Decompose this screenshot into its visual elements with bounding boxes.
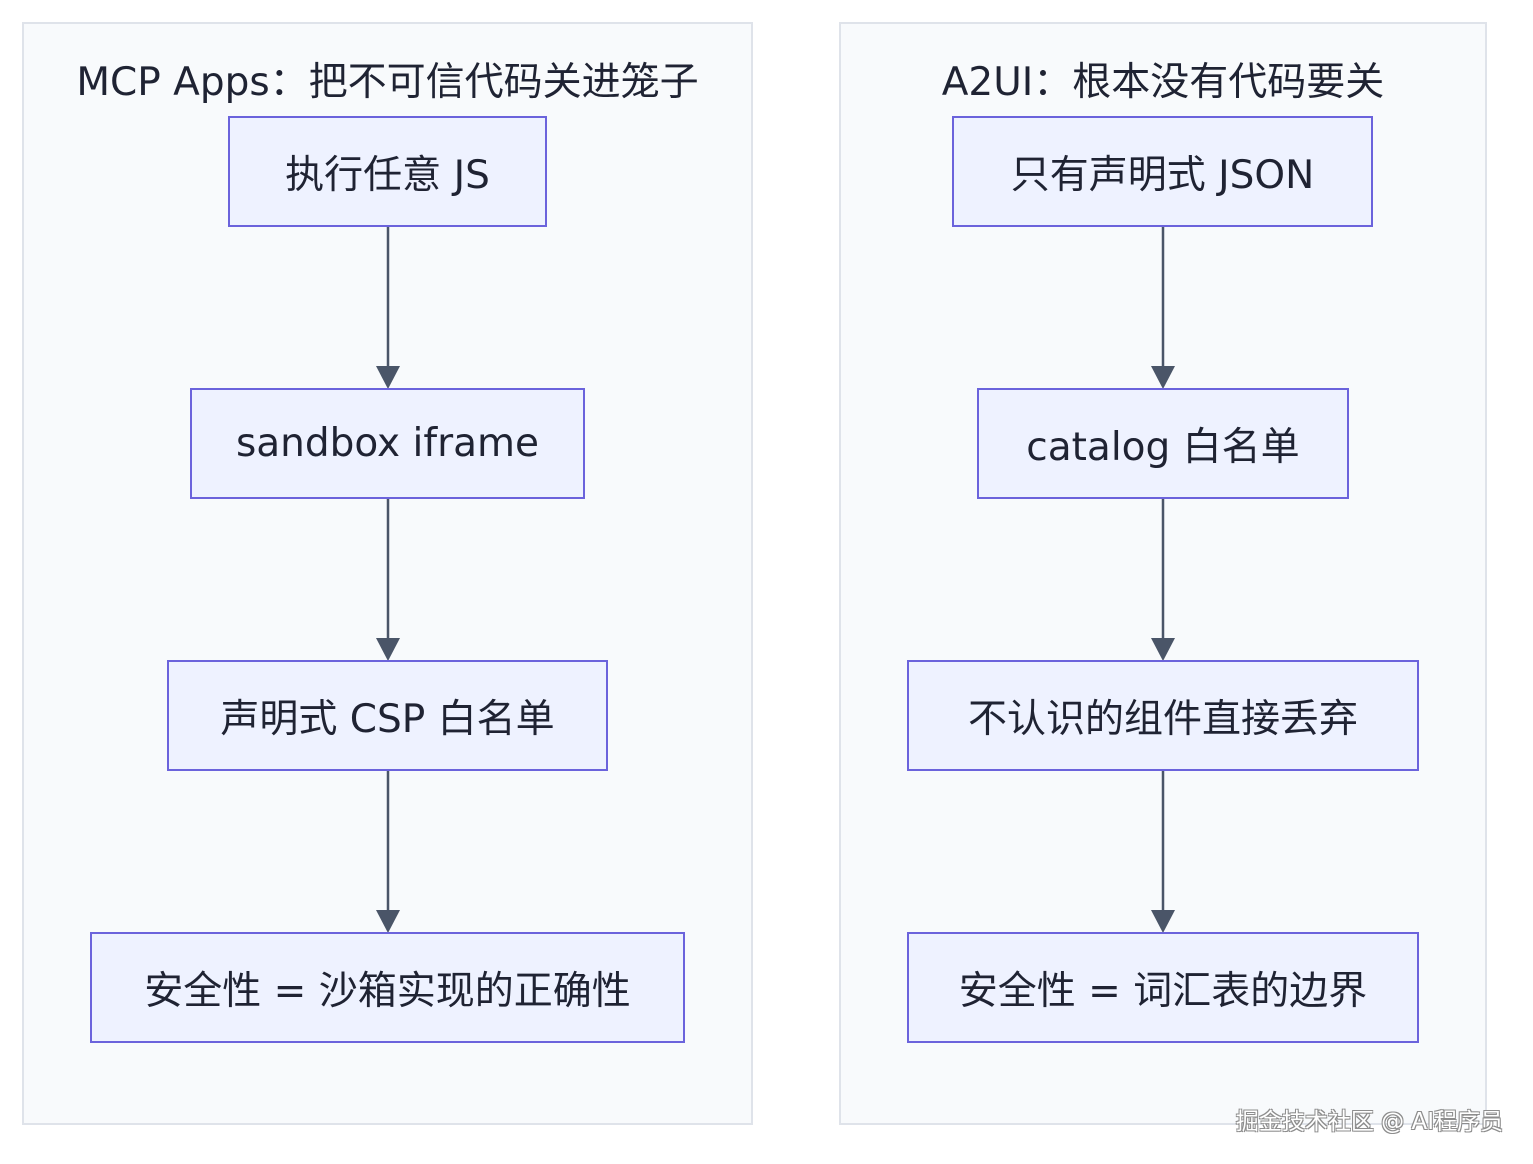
node-catalog-allowlist-label: catalog 白名单: [1026, 424, 1300, 470]
node-discard-unknown-components: 不认识的组件直接丢弃: [907, 660, 1419, 771]
node-discard-unknown-components-label: 不认识的组件直接丢弃: [967, 696, 1358, 742]
node-declarative-json-only-label: 只有声明式 JSON: [1010, 152, 1315, 198]
node-execute-arbitrary-js-label: 执行任意 JS: [285, 152, 490, 198]
node-declarative-csp-allowlist-label: 声明式 CSP 白名单: [220, 696, 555, 742]
node-declarative-csp-allowlist: 声明式 CSP 白名单: [167, 660, 608, 771]
node-sandbox-iframe-label: sandbox iframe: [235, 421, 540, 466]
a2ui-cluster-title: A2UI：根本没有代码要关: [941, 60, 1385, 105]
node-catalog-allowlist: catalog 白名单: [977, 388, 1349, 499]
node-security-vocabulary-boundary-label: 安全性 = 词汇表的边界: [958, 968, 1368, 1014]
node-security-vocabulary-boundary: 安全性 = 词汇表的边界: [907, 932, 1419, 1043]
node-declarative-json-only: 只有声明式 JSON: [952, 116, 1373, 227]
node-sandbox-iframe: sandbox iframe: [190, 388, 585, 499]
node-security-sandbox-correctness-label: 安全性 = 沙箱实现的正确性: [144, 968, 631, 1014]
node-security-sandbox-correctness: 安全性 = 沙箱实现的正确性: [90, 932, 685, 1043]
watermark: 掘金技术社区 @ AI程序员: [1235, 1109, 1503, 1135]
mcp-apps-cluster-title: MCP Apps：把不可信代码关进笼子: [76, 60, 699, 105]
node-execute-arbitrary-js: 执行任意 JS: [228, 116, 547, 227]
